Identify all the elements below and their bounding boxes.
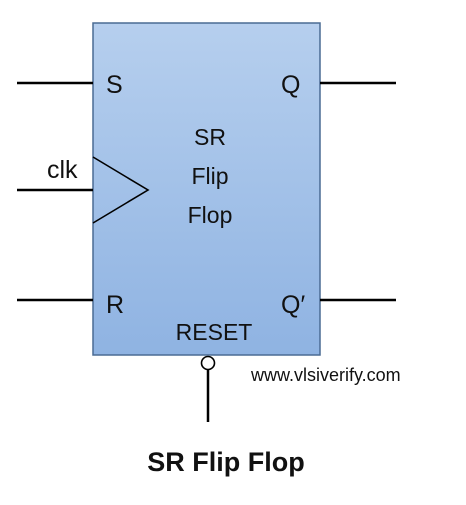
clock-edge-triangle [92,156,150,224]
block-title-line-3: Flop [188,202,233,228]
diagram-caption: SR Flip Flop [147,447,304,477]
reset-inversion-bubble [200,355,216,371]
q-bar-pin-label: Q′ [281,291,305,319]
block-title-line-1: SR [194,124,226,150]
flip-flop-block [92,22,321,356]
r-pin-label: R [106,291,124,319]
reset-pin-label: RESET [176,319,253,345]
block-title-line-2: Flip [191,163,228,189]
clk-pin-label: clk [47,156,78,184]
q-pin-label: Q [281,71,300,99]
website-label: www.vlsiverify.com [250,365,401,385]
s-pin-label: S [106,71,123,99]
